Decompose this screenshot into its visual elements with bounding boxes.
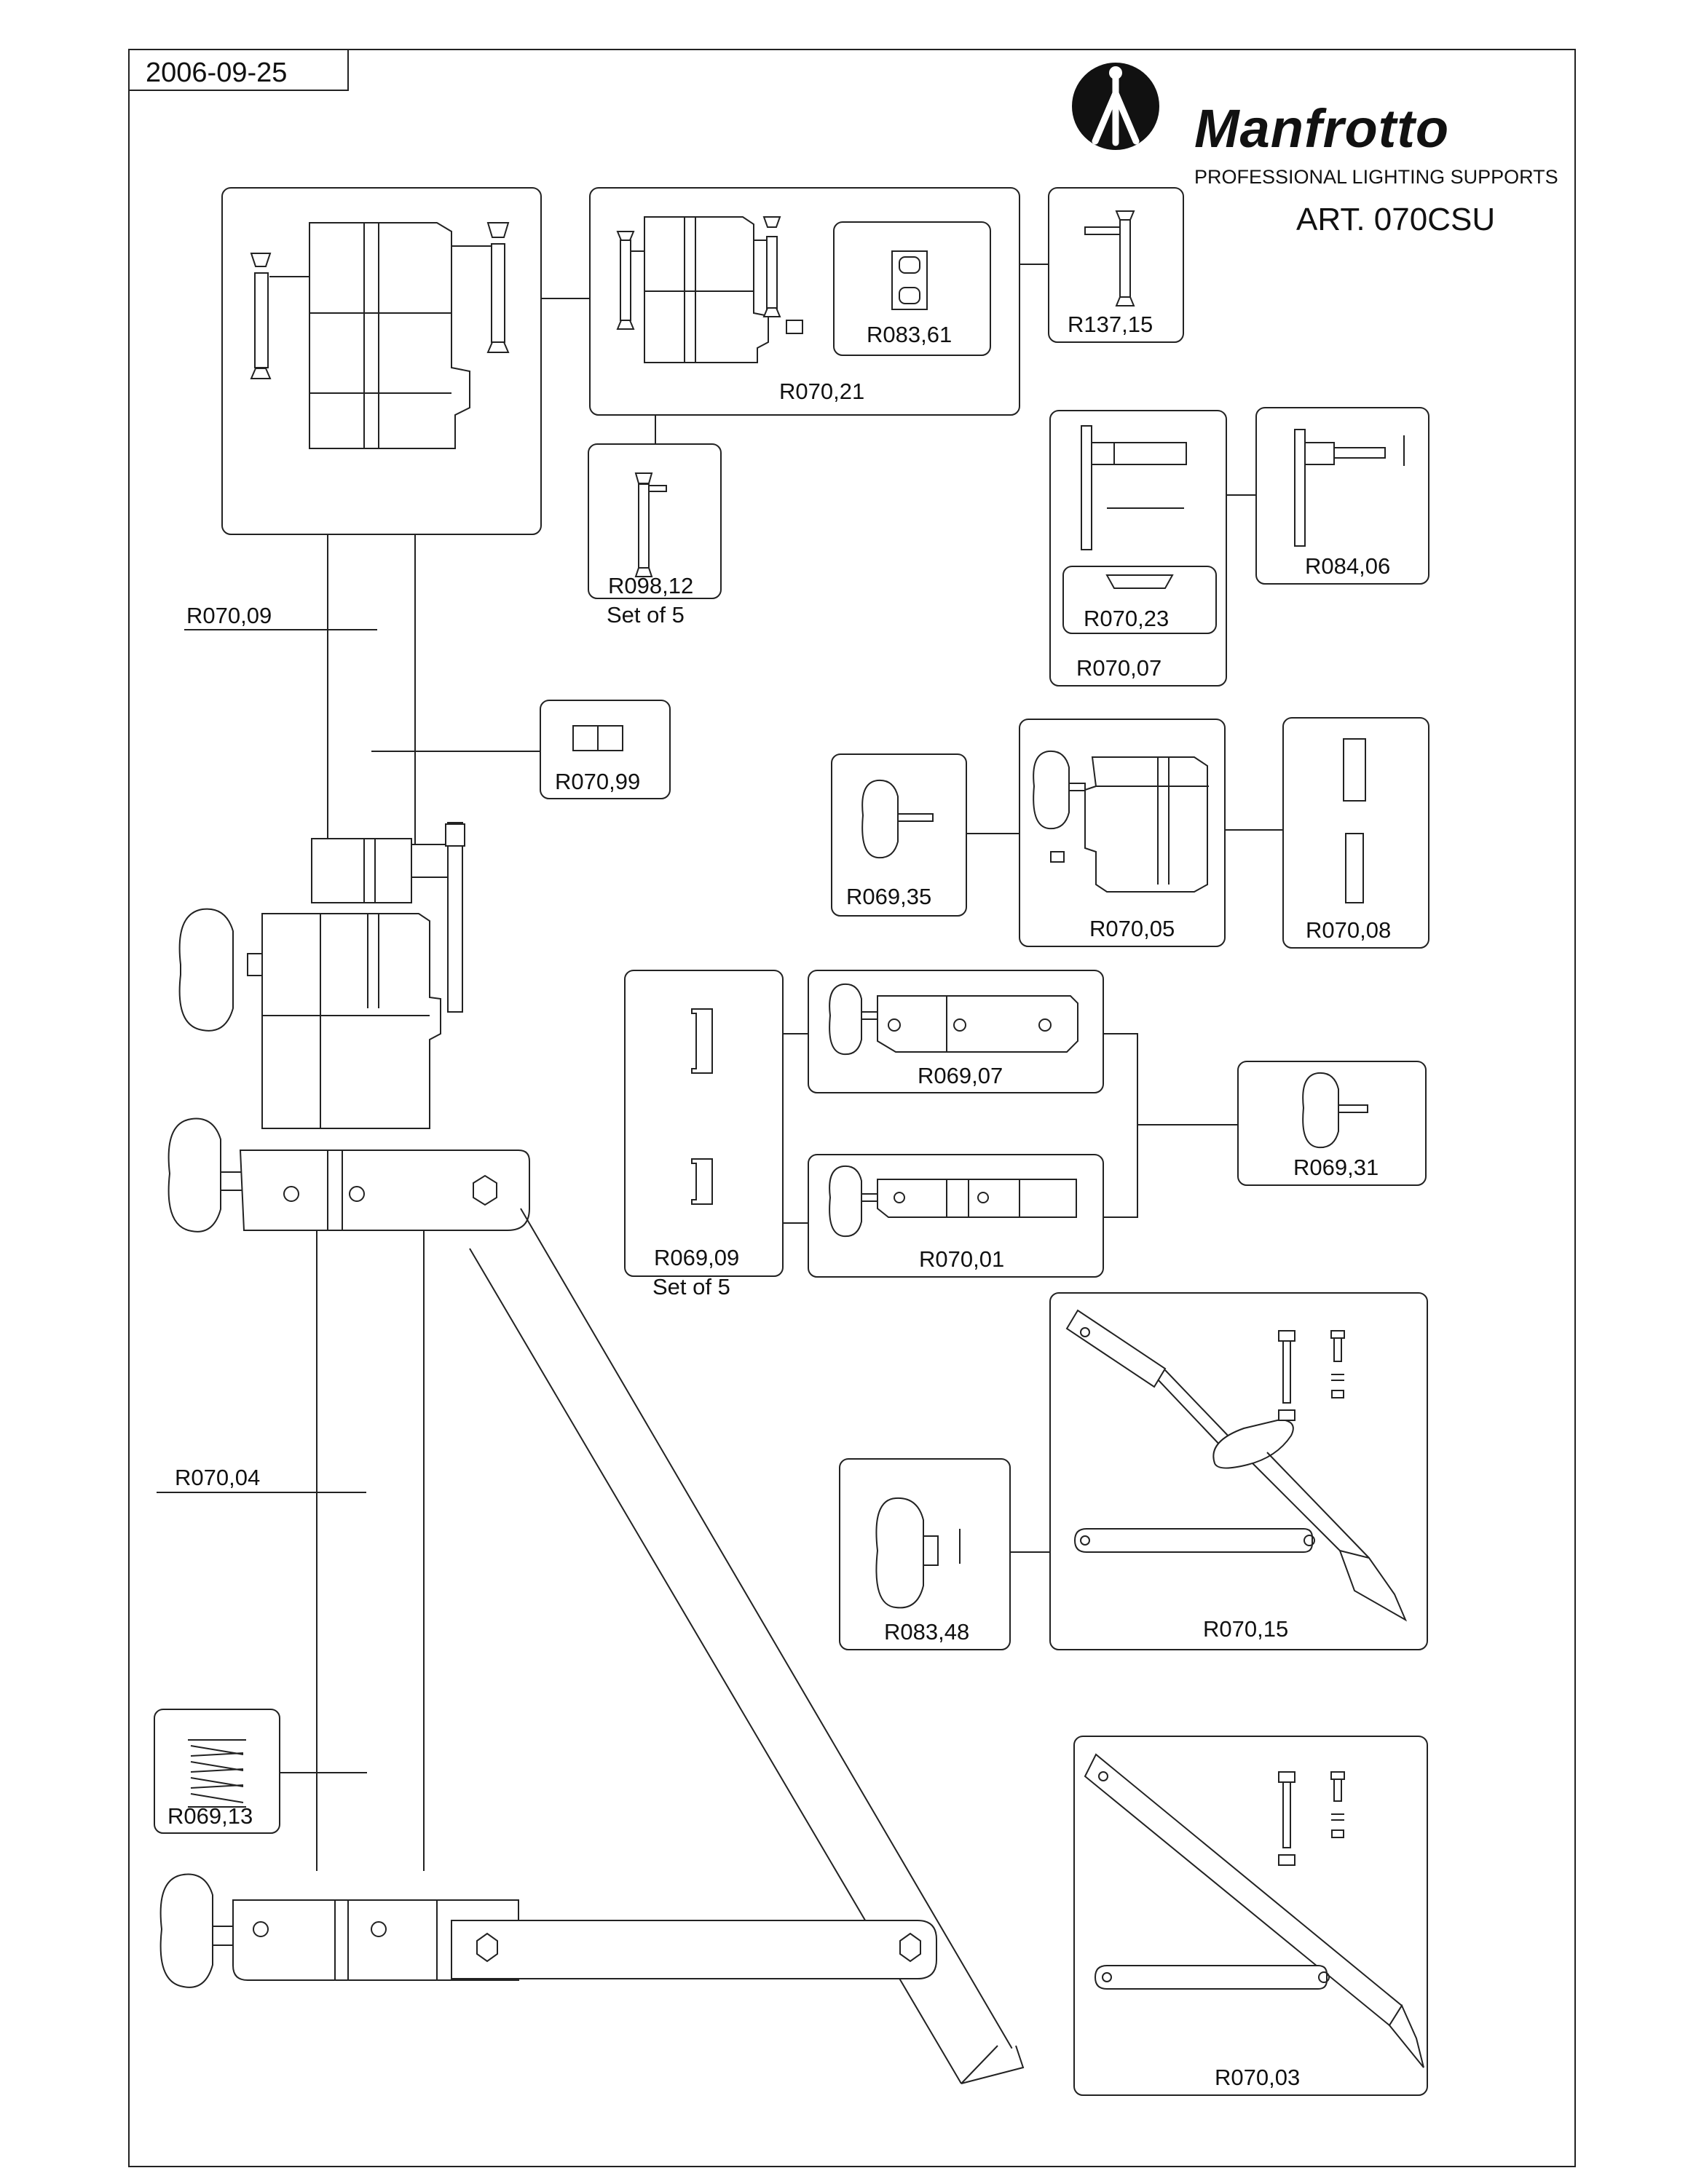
spring-icon — [188, 1739, 246, 1808]
r070-03-drawing — [1084, 1753, 1424, 2068]
r070-08-label: R070,08 — [1306, 917, 1391, 943]
r070-04-label: R070,04 — [175, 1465, 260, 1490]
r098-12-drawing — [634, 472, 667, 577]
r083-48-drawing — [875, 1497, 961, 1609]
r069-09-box — [624, 970, 784, 1277]
r083-48-label: R083,48 — [884, 1619, 969, 1645]
brand-name: Manfrotto — [1194, 98, 1449, 159]
r070-07-box — [1049, 410, 1227, 687]
r069-07-label: R069,07 — [918, 1063, 1003, 1088]
page-border — [128, 49, 1576, 2167]
r070-15-drawing — [1065, 1309, 1408, 1622]
bottom-hinge-drawing — [159, 1873, 937, 1988]
r069-09-note: Set of 5 — [652, 1274, 730, 1299]
r070-21-label: R070,21 — [779, 379, 864, 404]
r084-06-box — [1255, 407, 1429, 585]
r069-13-label: R069,13 — [167, 1803, 253, 1829]
r070-07-label: R070,07 — [1076, 655, 1162, 681]
r070-03-label: R070,03 — [1215, 2065, 1300, 2090]
r070-15-label: R070,15 — [1203, 1616, 1288, 1642]
r098-12-box — [588, 443, 722, 599]
article-number: ART. 070CSU — [1296, 202, 1495, 237]
r137-15-drawing — [1084, 210, 1135, 306]
brand-tagline: PROFESSIONAL LIGHTING SUPPORTS — [1194, 166, 1558, 188]
r069-31-label: R069,31 — [1293, 1155, 1379, 1180]
r083-48-box — [839, 1458, 1011, 1650]
date-label: 2006-09-25 — [146, 58, 287, 88]
r084-06-label: R084,06 — [1305, 553, 1390, 579]
r070-05-label: R070,05 — [1089, 916, 1175, 941]
r069-13-box — [154, 1709, 280, 1834]
manfrotto-logo: Manfrotto PROFESSIONAL LIGHTING SUPPORTS — [1072, 63, 1558, 188]
r070-01-box — [808, 1154, 1104, 1278]
r070-08-box — [1282, 717, 1429, 949]
r070-07-drawing — [1062, 425, 1217, 634]
r083-61-box — [833, 221, 991, 356]
r098-12-label: R098,12 — [608, 573, 693, 598]
r070-99-label: R070,99 — [555, 769, 640, 794]
upper-hinge-drawing — [167, 1117, 530, 1233]
r069-35-drawing — [861, 779, 934, 859]
r137-15-box — [1048, 187, 1184, 343]
r070-21-box — [589, 187, 1020, 416]
r070-09-label: R070,09 — [186, 603, 272, 628]
r070-15-box — [1049, 1292, 1428, 1650]
r070-03-box — [1073, 1736, 1428, 2096]
top-clamp-box — [221, 187, 542, 535]
r069-07-drawing — [829, 983, 1078, 1056]
r069-35-label: R069,35 — [846, 884, 931, 909]
r137-15-label: R137,15 — [1068, 312, 1153, 337]
r069-31-box — [1237, 1061, 1427, 1186]
r069-31-drawing — [1302, 1072, 1368, 1149]
r083-61-label: R083,61 — [867, 322, 952, 347]
r084-06-drawing — [1294, 429, 1405, 547]
r070-99-box — [540, 700, 671, 799]
r070-23-label: R070,23 — [1084, 606, 1169, 631]
r070-01-label: R070,01 — [919, 1246, 1004, 1272]
r070-01-drawing — [829, 1165, 1077, 1238]
r069-07-box — [808, 970, 1104, 1093]
r070-23-box — [1062, 566, 1217, 634]
r069-35-box — [831, 753, 967, 917]
middle-clamp-drawing — [178, 822, 465, 1129]
top-clamp-drawing — [250, 222, 510, 449]
r070-05-drawing — [1033, 750, 1209, 893]
r070-05-box — [1019, 719, 1226, 947]
r098-12-note: Set of 5 — [607, 602, 685, 628]
r070-21-drawing — [616, 216, 803, 363]
date-tab — [129, 50, 349, 91]
r069-09-label: R069,09 — [654, 1245, 739, 1270]
